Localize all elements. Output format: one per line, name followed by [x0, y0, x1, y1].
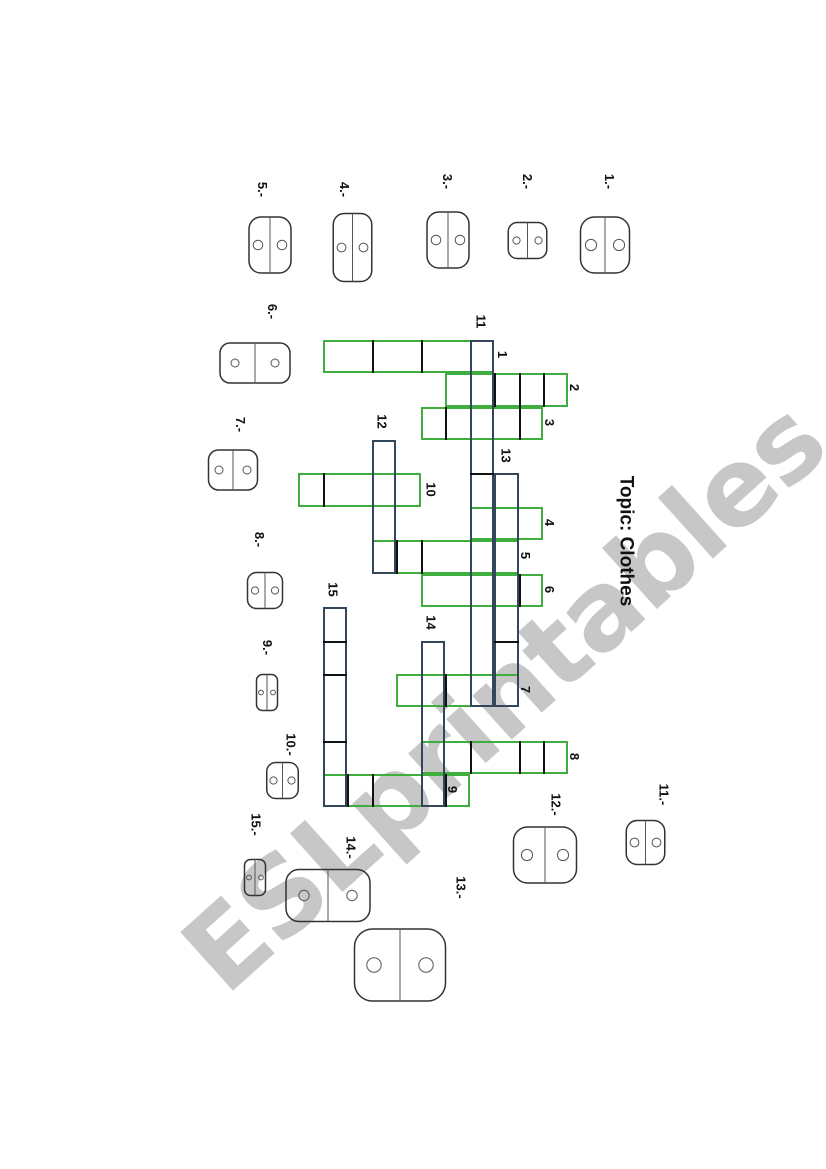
clue-number-3: 3: [542, 418, 558, 427]
down-word-box: [494, 473, 519, 707]
cell-divider: [494, 641, 519, 643]
cell-divider: [323, 674, 347, 676]
cell-divider: [347, 774, 349, 807]
picture-label-10: 10.-: [283, 733, 299, 756]
down-word-box: [372, 440, 396, 574]
picture-label-12: 12.-: [548, 793, 564, 816]
hat-picture: [332, 212, 373, 283]
picture-label-1: 1.-: [602, 173, 618, 190]
clue-number-14: 14: [423, 615, 439, 630]
clue-number-11: 11: [473, 314, 489, 329]
skirt-picture: [625, 819, 666, 866]
down-word-box: [421, 641, 445, 807]
cell-divider: [421, 540, 423, 574]
clue-number-15: 15: [325, 582, 341, 597]
cell-divider: [323, 741, 347, 743]
sweater-picture: [579, 216, 631, 274]
boots-picture: [266, 761, 299, 800]
scarf-picture: [207, 449, 259, 491]
jacket-picture: [248, 216, 292, 274]
picture-label-14: 14.-: [343, 836, 359, 859]
clue-number-4: 4: [542, 518, 558, 527]
clue-number-8: 8: [567, 752, 583, 761]
cell-divider: [543, 741, 545, 774]
clue-number-13: 13: [498, 448, 514, 463]
picture-label-9: 9.-: [260, 639, 276, 656]
clue-number-6: 6: [542, 585, 558, 594]
picture-label-4: 4.-: [337, 181, 353, 198]
socks-picture: [507, 221, 548, 260]
picture-label-15: 15.-: [248, 813, 264, 836]
clue-number-2: 2: [567, 383, 583, 392]
trousers-picture: [219, 342, 291, 384]
picture-label-7: 7.-: [233, 416, 249, 433]
clue-number-10: 10: [423, 482, 439, 497]
clue-number-1: 1: [495, 350, 511, 359]
down-word-box: [323, 607, 347, 807]
cell-divider: [519, 373, 521, 407]
cell-divider: [372, 774, 374, 807]
clue-number-5: 5: [518, 551, 534, 560]
cell-divider: [323, 641, 347, 643]
cell-divider: [445, 774, 447, 807]
cell-divider: [372, 340, 374, 373]
picture-label-6: 6.-: [265, 303, 281, 320]
across-word-box: [421, 574, 543, 607]
cell-divider: [543, 373, 545, 407]
clue-number-12: 12: [374, 414, 390, 429]
picture-label-2: 2.-: [520, 173, 536, 190]
worksheet-title: Topic: Clothes: [615, 475, 637, 607]
cell-divider: [470, 473, 494, 475]
gloves-picture: [243, 858, 267, 897]
down-word-box: [470, 340, 494, 707]
shorts-picture: [246, 571, 284, 610]
cell-divider: [494, 373, 496, 407]
cell-divider: [470, 741, 472, 774]
cell-divider: [519, 574, 521, 607]
cell-divider: [445, 674, 447, 707]
picture-label-5: 5.-: [255, 181, 271, 198]
clue-number-7: 7: [518, 685, 534, 694]
coat-picture: [512, 826, 578, 884]
cell-divider: [323, 473, 325, 507]
across-word-box: [445, 373, 568, 407]
cell-divider: [445, 407, 447, 440]
clue-number-9: 9: [445, 785, 461, 794]
picture-label-13: 13.-: [453, 876, 469, 899]
picture-label-11: 11.-: [656, 783, 672, 806]
across-word-box: [323, 340, 494, 373]
t-shirt-picture: [426, 211, 470, 269]
picture-label-8: 8.-: [252, 531, 268, 548]
cell-divider: [421, 340, 423, 373]
dress-picture: [285, 868, 371, 923]
shoes-picture: [255, 673, 279, 712]
across-word-box: [421, 407, 543, 440]
pyjamas-picture: [353, 928, 447, 1002]
cell-divider: [519, 407, 521, 440]
cell-divider: [396, 540, 398, 574]
picture-label-3: 3.-: [440, 173, 456, 190]
across-word-box: [298, 473, 421, 507]
cell-divider: [519, 741, 521, 774]
